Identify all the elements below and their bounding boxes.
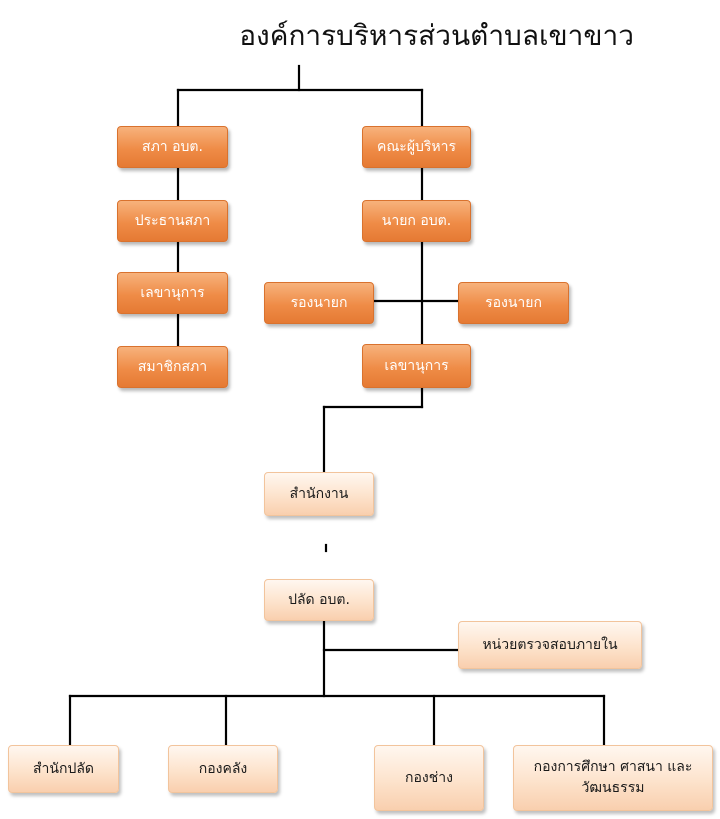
node-deputy-mayor-right: รองนายก [458,282,569,324]
node-council-president: ประธานสภา [117,200,228,242]
node-internal-audit: หน่วยตรวจสอบภายใน [458,621,642,669]
node-office: สำนักงาน [264,472,374,516]
node-executive-secretary: เลขานุการ [362,344,471,388]
node-council: สภา อบต. [117,126,228,168]
node-deputy-mayor-left: รองนายก [264,282,374,324]
node-chief-administrator: ปลัด อบต. [264,579,374,621]
node-education-division: กองการศึกษา ศาสนา และวัฒนธรรม [513,745,713,811]
node-finance-division: กองคลัง [168,745,278,793]
node-engineering-division: กองช่าง [374,745,484,811]
page-title: องค์การบริหารส่วนตำบลเขาขาว [239,19,634,52]
node-chief-office: สำนักปลัด [8,745,119,793]
node-council-secretary: เลขานุการ [117,272,228,314]
node-mayor: นายก อบต. [362,200,471,242]
node-council-member: สมาชิกสภา [117,346,228,388]
node-executive-committee: คณะผู้บริหาร [362,126,471,168]
